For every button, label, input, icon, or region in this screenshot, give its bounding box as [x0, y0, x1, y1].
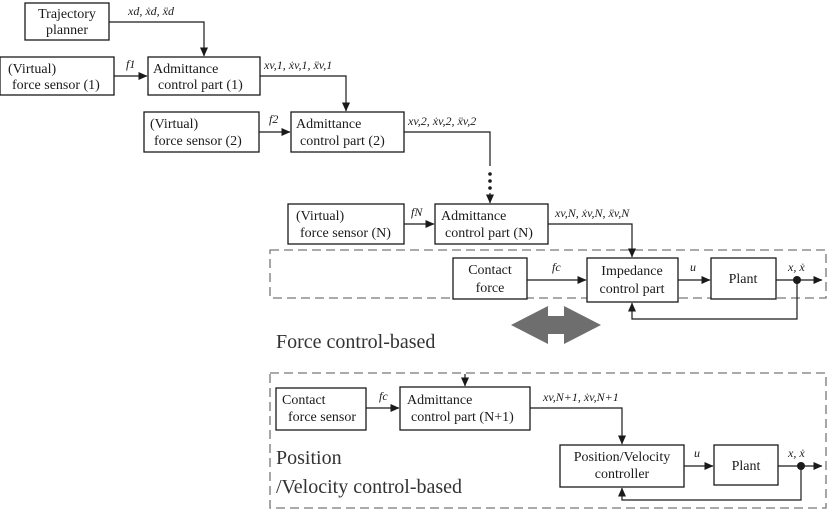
- feedback-top-arrow: [628, 280, 798, 320]
- trajectory-planner-label-2: planner: [46, 23, 88, 38]
- u-bottom-label: u: [694, 446, 700, 460]
- admittance-1-label-2: control part (1): [158, 78, 243, 93]
- sensor-1-label-1: (Virtual): [8, 62, 56, 77]
- admittance-control-part-n1-block: Admittance control part (N+1): [399, 386, 531, 431]
- fN-label: fN: [411, 205, 423, 219]
- impedance-label-1: Impedance: [601, 264, 662, 279]
- contact-force-block: Contact force: [452, 257, 528, 300]
- plant-top-block: Plant: [710, 257, 777, 300]
- plant-bottom-block: Plant: [713, 444, 779, 486]
- contact-force-sensor-label-1: Contact: [282, 393, 326, 408]
- output-bottom-label: x, ẋ: [787, 446, 805, 460]
- admittance-control-part-n-block: Admittance control part (N): [434, 203, 549, 245]
- admittance-n1-label-2: control part (N+1): [411, 410, 514, 425]
- fc-bottom-label: fc: [379, 389, 388, 403]
- virtual-force-sensor-n-block: (Virtual) force sensor (N): [287, 203, 405, 245]
- vN-signal-label: xv,N, ẋv,N, ẍv,N: [554, 206, 630, 220]
- virtual-force-sensor-1-block: (Virtual) force sensor (1): [0, 56, 115, 96]
- f1-label: f1: [126, 57, 135, 71]
- admittance-n1-label-1: Admittance: [407, 393, 472, 408]
- vN1-signal-label: xv,N+1, ẋv,N+1: [542, 390, 619, 404]
- plant-bottom-label: Plant: [732, 459, 761, 474]
- admittance-n-label-2: control part (N): [445, 226, 533, 241]
- impedance-label-2: control part: [600, 282, 665, 297]
- vN-arrow: [548, 223, 636, 258]
- admittance-2-label-1: Admittance: [296, 117, 361, 132]
- v1-signal-label: xv,1, ẋv,1, ẍv,1: [263, 58, 332, 72]
- sensor-2-label-2: force sensor (2): [154, 134, 242, 149]
- continuation-dot-3: [488, 186, 492, 190]
- force-control-frame: [269, 249, 827, 299]
- desired-trajectory-arrow: [109, 21, 208, 57]
- fc-top-label: fc: [552, 260, 561, 274]
- v2-signal-label: xv,2, ẋv,2, ẍv,2: [407, 114, 476, 128]
- switch-double-arrow-icon: [511, 306, 601, 344]
- v2-line: [404, 131, 491, 166]
- pos-vel-label-1: Position/Velocity: [574, 450, 670, 465]
- continuation-dot-1: [488, 172, 492, 176]
- desired-signal-label: xd, ẋd, ẍd: [127, 4, 175, 18]
- contact-force-sensor-block: Contact force sensor: [275, 387, 367, 431]
- sensor-1-label-2: force sensor (1): [12, 78, 100, 93]
- admittance-control-part-1-block: Admittance control part (1): [147, 56, 261, 96]
- trajectory-planner-block: Trajectory planner: [24, 2, 110, 41]
- position-control-frame: [269, 372, 827, 509]
- plant-top-label: Plant: [729, 272, 758, 287]
- sensor-2-label-1: (Virtual): [150, 117, 198, 132]
- v1-arrow: [260, 75, 350, 112]
- admittance-n-label-1: Admittance: [441, 209, 506, 224]
- f2-label: f2: [269, 112, 278, 126]
- continuation-dot-2: [488, 179, 492, 183]
- feedback-bottom-arrow: [618, 466, 802, 501]
- contact-force-sensor-label-2: force sensor: [288, 410, 356, 425]
- sensor-n-label-1: (Virtual): [296, 209, 344, 224]
- admittance-control-part-2-block: Admittance control part (2): [290, 111, 405, 153]
- sensor-n-label-2: force sensor (N): [300, 226, 391, 241]
- contact-force-label-1: Contact: [468, 263, 512, 278]
- force-control-based-label: Force control-based: [276, 331, 435, 353]
- pos-vel-label-2: controller: [595, 467, 650, 482]
- trajectory-planner-label-1: Trajectory: [38, 7, 96, 22]
- vN1-arrow: [530, 407, 626, 445]
- admittance-1-label-1: Admittance: [153, 62, 218, 77]
- impedance-control-part-block: Impedance control part: [586, 257, 679, 303]
- contact-force-label-2: force: [476, 281, 505, 296]
- output-top-label: x, ẋ: [787, 260, 805, 274]
- admittance-2-label-2: control part (2): [300, 134, 385, 149]
- position-control-based-label-line2: /Velocity control-based: [276, 476, 462, 498]
- u-top-label: u: [690, 260, 696, 274]
- position-control-based-label-line1: Position: [276, 447, 342, 469]
- virtual-force-sensor-2-block: (Virtual) force sensor (2): [143, 111, 260, 153]
- position-velocity-controller-block: Position/Velocity controller: [559, 444, 685, 488]
